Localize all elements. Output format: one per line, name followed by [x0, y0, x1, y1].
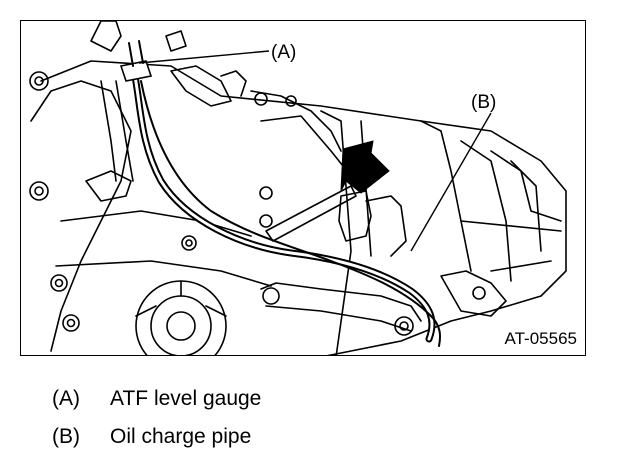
figure-code: AT-05565 [502, 329, 579, 349]
legend-text-a: ATF level gauge [110, 387, 262, 410]
transmission-case [40, 60, 567, 355]
pointer-arrow [340, 140, 390, 194]
callout-b: (B) [471, 92, 497, 113]
legend-item-a: (A) ATF level gauge [52, 388, 261, 409]
legend-key-a: (A) [52, 387, 80, 410]
legend-text-b: Oil charge pipe [110, 425, 252, 448]
callout-a: (A) [271, 42, 297, 63]
transmission-illustration [29, 21, 567, 355]
legend-key-b: (B) [52, 425, 80, 448]
diagram-frame: (A) (B) AT-05565 [20, 20, 586, 356]
leader-line-b [410, 112, 492, 252]
oil-charge-pipe [140, 80, 441, 347]
legend-item-b: (B) Oil charge pipe [52, 426, 251, 447]
leader-line-a [138, 50, 270, 64]
